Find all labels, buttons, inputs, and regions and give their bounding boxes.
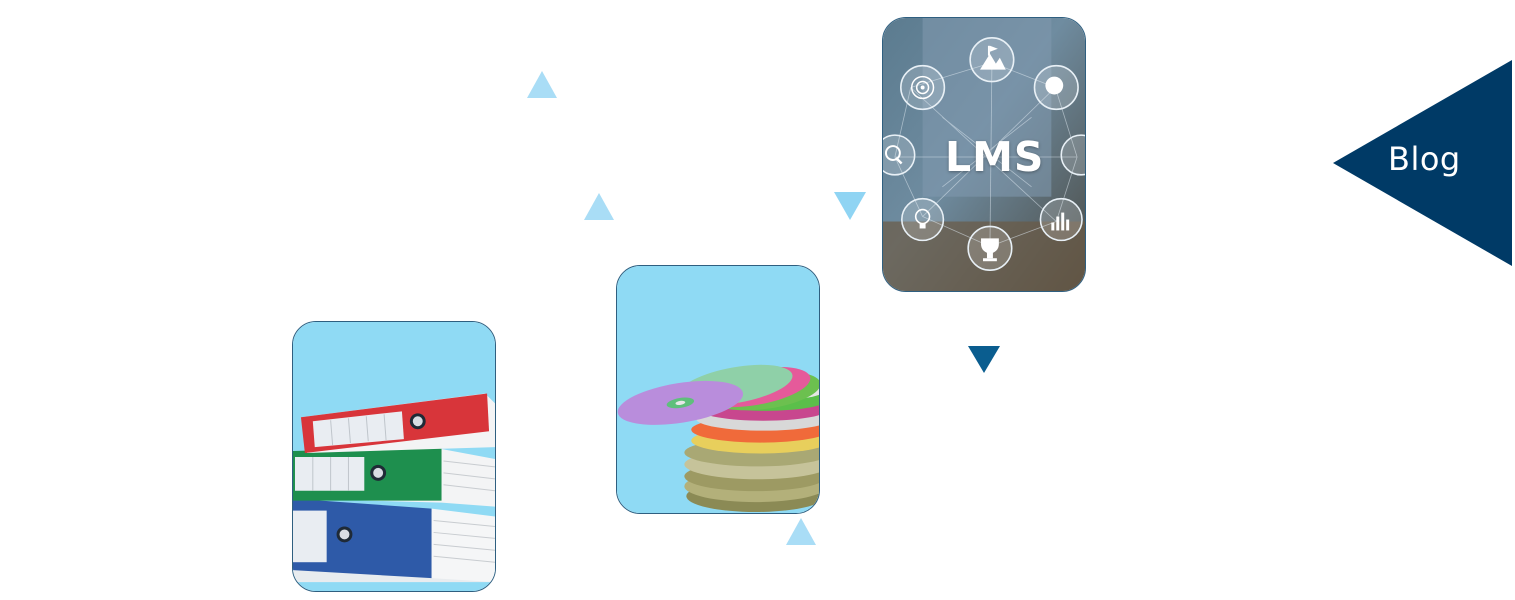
lms-title: LMS bbox=[945, 133, 1045, 181]
triangle-decor-3 bbox=[834, 192, 866, 220]
blog-arrow-icon bbox=[1333, 60, 1512, 266]
triangle-decor-5 bbox=[786, 518, 816, 545]
blog-link[interactable]: Blog bbox=[1388, 140, 1461, 178]
triangle-decor-1 bbox=[527, 71, 557, 98]
blog-badge[interactable] bbox=[1333, 60, 1512, 266]
binders-illustration bbox=[293, 322, 495, 591]
discs-illustration bbox=[617, 266, 819, 513]
lms-image-card bbox=[882, 17, 1086, 292]
binders-image-card bbox=[292, 321, 496, 592]
lms-illustration bbox=[883, 18, 1085, 291]
discs-image-card bbox=[616, 265, 820, 514]
triangle-decor-2 bbox=[584, 193, 614, 220]
triangle-decor-4 bbox=[968, 346, 1000, 373]
